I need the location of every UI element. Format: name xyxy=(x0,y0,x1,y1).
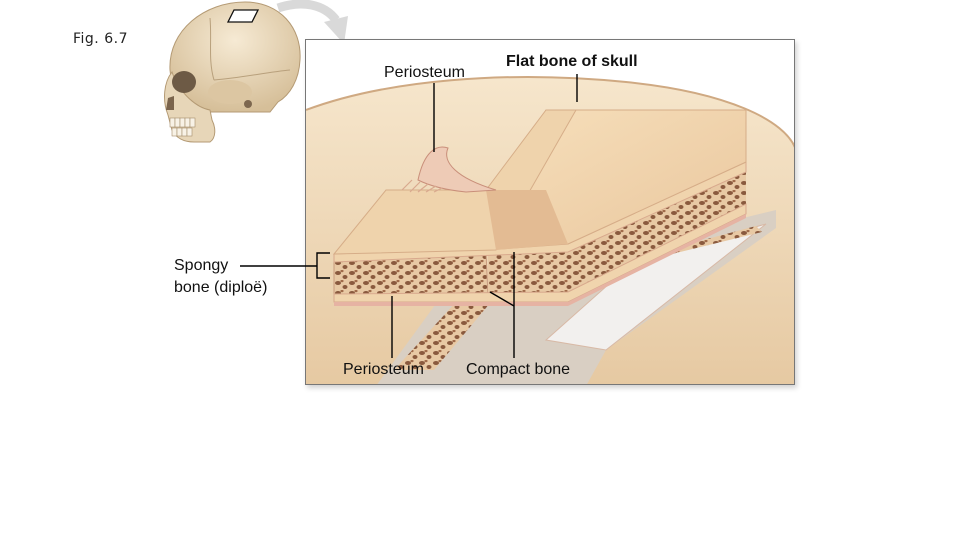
periosteum-flap-fibers xyxy=(401,179,443,193)
label-flat-bone: Flat bone of skull xyxy=(506,53,638,70)
label-compact-bone: Compact bone xyxy=(466,361,571,378)
skull-nasal xyxy=(166,96,174,110)
illustration-frame xyxy=(305,39,795,385)
sample-region-marker xyxy=(226,9,260,23)
skull-thumbnail xyxy=(164,0,348,143)
zoom-arrow-head xyxy=(324,16,348,44)
skull-temporal xyxy=(208,80,252,104)
bone-step-face xyxy=(486,190,568,250)
lower-window-spongy-right xyxy=(666,226,762,254)
label-periosteum-top: Periosteum xyxy=(384,64,465,81)
zoom-arrow xyxy=(276,0,340,23)
label-periosteum-bottom: Periosteum xyxy=(343,361,424,378)
skull-ear-canal xyxy=(244,100,252,108)
label-spongy-line1: Spongy xyxy=(174,257,229,274)
flat-bone-illustration xyxy=(306,76,794,384)
label-spongy-line2: bone (diploë) xyxy=(174,279,268,296)
lower-window-spongy xyxy=(394,296,496,370)
tissue-edge xyxy=(306,76,794,148)
skull-orbit xyxy=(172,71,196,93)
spongy-cross-section-right xyxy=(488,170,746,298)
skull-suture xyxy=(209,17,291,81)
figure-caption: Fig. 6.7 xyxy=(73,31,128,47)
skull-teeth xyxy=(169,117,196,137)
